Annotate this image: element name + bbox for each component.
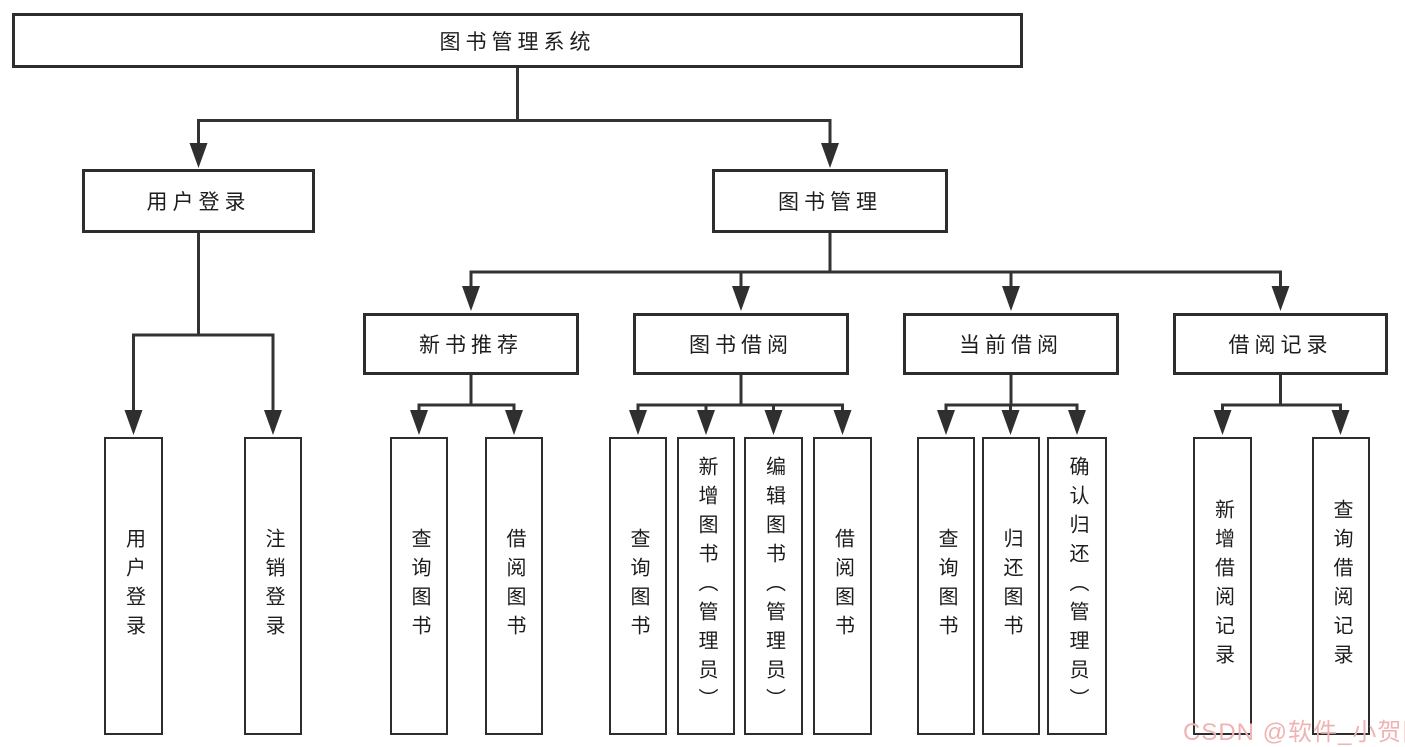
node-label: 确认归还（管理员） — [1066, 455, 1088, 717]
csdn-watermark: CSDN @软件_小贺同学 — [1183, 719, 1405, 746]
node-leaf-user-login: 用户登录 — [104, 437, 163, 735]
node-leaf-query-borrow-record: 查询借阅记录 — [1312, 437, 1370, 735]
node-leaf-logout: 注销登录 — [244, 437, 302, 735]
node-label: 用户登录 — [146, 191, 251, 214]
node-label: 用户登录 — [122, 528, 145, 644]
node-label: 查询图书 — [935, 528, 957, 644]
node-leaf-return-book: 归还图书 — [982, 437, 1040, 735]
node-label: 新增图书（管理员） — [695, 455, 717, 717]
node-book-management: 图书管理 — [712, 169, 948, 233]
node-borrow-record: 借阅记录 — [1173, 313, 1388, 375]
node-label: 查询借阅记录 — [1330, 499, 1352, 673]
node-label: 借阅图书 — [831, 528, 854, 644]
node-leaf-add-borrow-record: 新增借阅记录 — [1193, 437, 1252, 735]
node-label: 查询图书 — [408, 528, 430, 644]
node-current-borrow: 当前借阅 — [903, 313, 1119, 375]
node-label: 当前借阅 — [959, 334, 1063, 357]
node-label: 借阅图书 — [503, 528, 525, 644]
node-library-management-system: 图书管理系统 — [12, 13, 1023, 68]
node-leaf-add-book-admin: 新增图书（管理员） — [677, 437, 735, 735]
node-label: 编辑图书（管理员） — [762, 455, 785, 717]
node-label: 新增借阅记录 — [1211, 499, 1234, 673]
node-leaf-confirm-return-admin: 确认归还（管理员） — [1047, 437, 1107, 735]
node-leaf-query-book-2: 查询图书 — [609, 437, 667, 735]
node-label: 查询图书 — [627, 528, 649, 644]
node-label: 新书推荐 — [419, 334, 523, 357]
node-label: 注销登录 — [262, 528, 284, 644]
node-leaf-borrow-book-1: 借阅图书 — [485, 437, 543, 735]
node-user-login: 用户登录 — [82, 169, 315, 233]
arrowheads — [124, 143, 1350, 435]
node-label: 图书借阅 — [689, 334, 793, 357]
node-leaf-query-book-1: 查询图书 — [390, 437, 448, 735]
node-label: 图书管理系统 — [439, 30, 596, 54]
node-label: 归还图书 — [1000, 528, 1022, 644]
node-label: 借阅记录 — [1228, 334, 1333, 357]
node-label: 图书管理 — [778, 191, 882, 214]
node-book-borrow: 图书借阅 — [633, 313, 849, 375]
node-leaf-edit-book-admin: 编辑图书（管理员） — [744, 437, 803, 735]
node-leaf-borrow-book-2: 借阅图书 — [813, 437, 872, 735]
node-leaf-query-book-3: 查询图书 — [917, 437, 975, 735]
node-new-book-recommend: 新书推荐 — [363, 313, 579, 375]
